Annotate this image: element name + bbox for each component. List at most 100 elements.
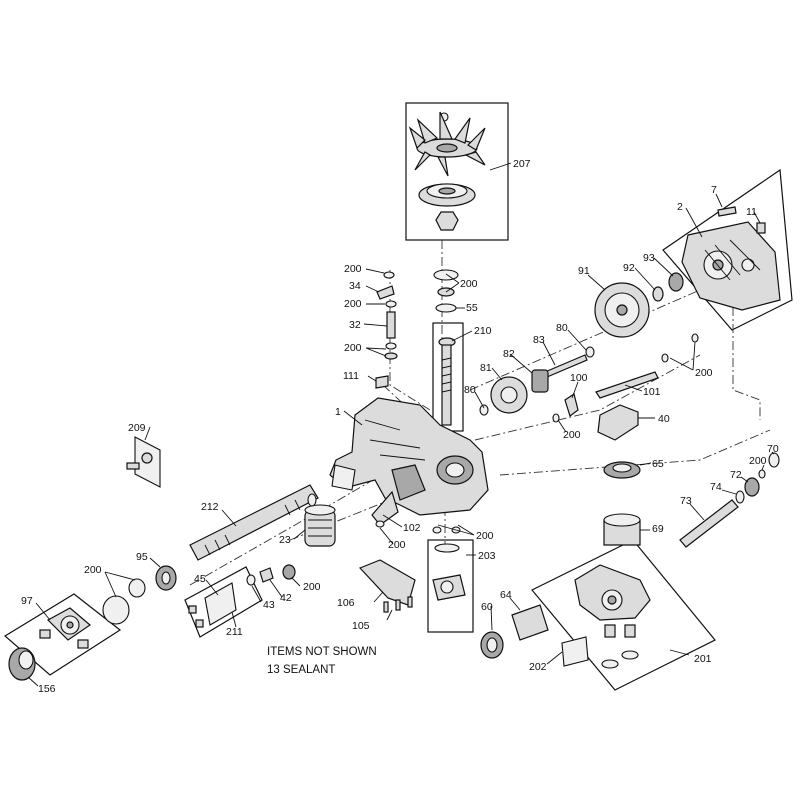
ring-200-mid-right [661, 353, 669, 363]
label-102: 102 [403, 522, 421, 534]
brake-arm-100 [564, 393, 579, 417]
ring-200-right [758, 469, 766, 479]
label-80-lower: 80 [464, 384, 476, 396]
o-ring-top [433, 269, 459, 281]
hub-cap-156 [8, 647, 36, 681]
label-97: 97 [21, 595, 33, 607]
ring-200-mid [552, 413, 560, 423]
label-210: 210 [474, 325, 492, 337]
plate-209 [126, 436, 161, 488]
label-106: 106 [337, 597, 355, 609]
ring-200-far-right [691, 333, 699, 343]
bolt-105-c [407, 596, 413, 608]
label-200-d: 200 [460, 278, 478, 290]
label-200-e: 200 [695, 367, 713, 379]
label-91: 91 [578, 265, 590, 277]
label-200-b: 200 [344, 298, 362, 310]
label-211: 211 [226, 626, 243, 638]
callout-labels: 207 200 34 200 32 200 200 55 210 111 1 8… [21, 158, 779, 695]
wheel-hub-97 [39, 607, 91, 649]
label-60: 60 [481, 601, 493, 613]
fitting-111 [375, 375, 389, 389]
label-207: 207 [513, 158, 531, 170]
label-23: 23 [279, 534, 291, 546]
input-shaft-210 [438, 337, 456, 426]
group-box-203 [427, 539, 474, 633]
label-40: 40 [658, 413, 670, 425]
label-2: 2 [677, 201, 683, 213]
label-101: 101 [643, 386, 661, 398]
label-34: 34 [349, 280, 361, 292]
brake-bracket-45 [204, 582, 237, 626]
label-70: 70 [767, 443, 779, 455]
label-203: 203 [478, 550, 496, 562]
nut-42 [259, 567, 274, 583]
washer-74 [735, 490, 745, 504]
cylinder-block-64 [511, 604, 549, 641]
shaft-73 [679, 499, 739, 548]
label-105: 105 [352, 620, 370, 632]
label-200-h: 200 [476, 530, 494, 542]
housing-1 [329, 397, 489, 516]
label-201: 201 [694, 653, 712, 665]
label-200-j: 200 [303, 581, 321, 593]
bearing-93 [668, 272, 684, 292]
label-209: 209 [128, 422, 146, 434]
fan-pulley-assembly [408, 111, 486, 231]
group-box-211 [184, 566, 263, 638]
group-box-207 [405, 102, 509, 241]
label-212: 212 [201, 501, 219, 513]
ring-200-left-4 [384, 352, 398, 360]
pump-assembly-201 [574, 564, 651, 669]
label-100: 100 [570, 372, 588, 384]
skid-plate-106 [358, 559, 416, 606]
ring-200-left-3 [385, 342, 397, 350]
label-93: 93 [643, 252, 655, 264]
axis-line-left-stack [389, 270, 431, 411]
ring-200-212 [307, 493, 317, 507]
washer-43 [246, 574, 256, 586]
label-65: 65 [652, 458, 664, 470]
seal-200-axle [282, 564, 296, 580]
bolt-7 [717, 206, 737, 217]
axis-line-gear-row [469, 289, 701, 391]
note-items-not-shown: ITEMS NOT SHOWN [267, 646, 377, 658]
bracket-34 [376, 285, 395, 300]
label-83: 83 [533, 334, 545, 346]
pin-32 [386, 311, 396, 339]
ring-80-lower [479, 404, 489, 416]
label-11: 11 [746, 206, 757, 218]
label-200-k: 200 [84, 564, 102, 576]
axle-shaft-212 [189, 484, 319, 561]
label-80-upper: 80 [556, 322, 568, 334]
label-74: 74 [710, 481, 722, 493]
label-73: 73 [680, 495, 692, 507]
label-200-c: 200 [344, 342, 362, 354]
label-156: 156 [38, 683, 56, 695]
washer-92 [652, 286, 664, 302]
ring-200-lower-1 [432, 526, 442, 534]
label-200-f: 200 [563, 429, 581, 441]
label-202: 202 [529, 661, 547, 673]
label-1: 1 [335, 406, 341, 418]
ring-200-102 [375, 520, 385, 528]
ring-200-left-1 [383, 271, 395, 279]
label-64: 64 [500, 589, 512, 601]
label-92: 92 [623, 262, 635, 274]
center-section-40 [597, 404, 639, 441]
axis-line-lower-right [499, 429, 771, 476]
label-82: 82 [503, 348, 515, 360]
label-43: 43 [263, 599, 275, 611]
label-200-a: 200 [344, 263, 362, 275]
ring-70 [768, 452, 780, 468]
note-sealant: 13 SEALANT [267, 664, 335, 676]
label-32: 32 [349, 319, 361, 331]
axis-line-right-drop [732, 290, 761, 420]
oil-filter-23 [304, 504, 336, 547]
shaft-101 [595, 371, 659, 399]
label-72: 72 [730, 469, 742, 481]
leader-lines [27, 162, 775, 687]
bolt-105-b [395, 599, 401, 611]
label-111: 111 [343, 370, 359, 382]
